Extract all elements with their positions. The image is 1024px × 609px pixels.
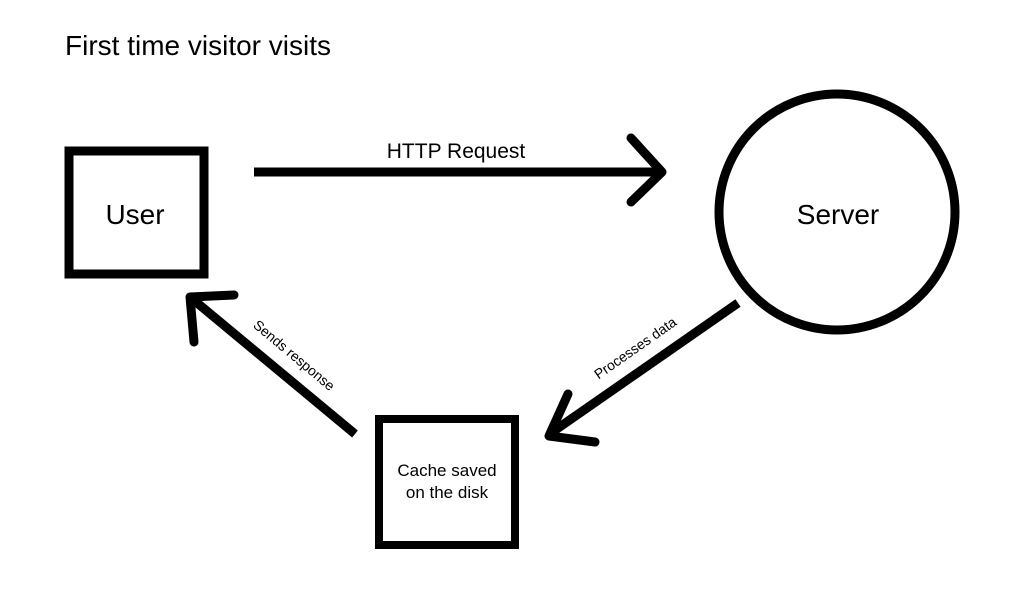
http-request-arrow [254,133,667,207]
http-request-label: HTTP Request [387,140,526,163]
server-label: Server [797,199,879,230]
cache-node [375,415,519,549]
user-node [64,146,209,279]
cache-label-line2: on the disk [406,483,489,502]
processes-data-arrow [544,299,741,447]
server-node [714,89,960,335]
sends-response-arrow [185,290,358,438]
user-label: User [105,199,164,230]
diagram-title: First time visitor visits [65,30,331,61]
cache-label-line1: Cache saved [397,461,496,480]
